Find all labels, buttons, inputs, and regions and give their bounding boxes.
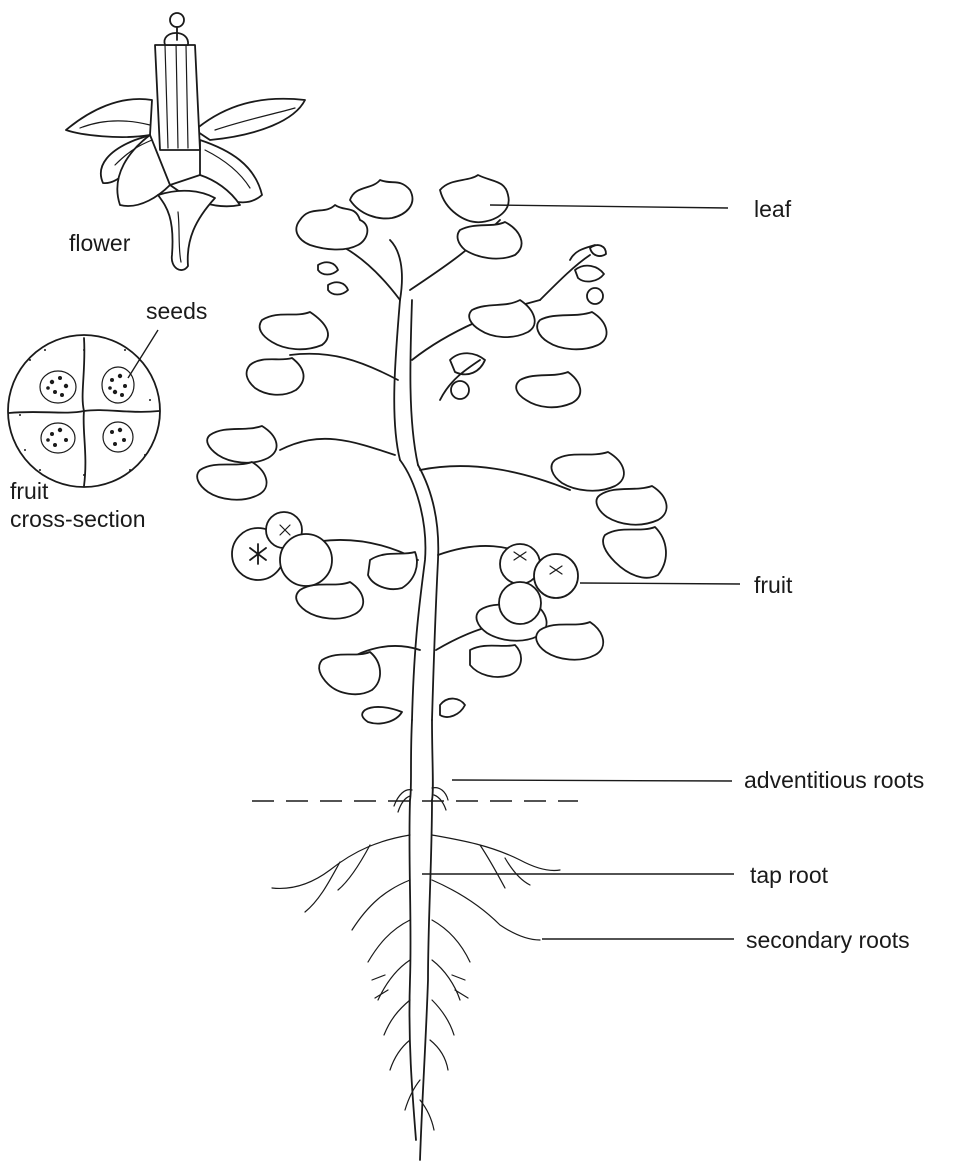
fruit-leader-line xyxy=(580,583,740,584)
adventitious-roots-label: adventitious roots xyxy=(744,767,924,793)
flower-label: flower xyxy=(69,230,131,256)
tomato-plant-illustration xyxy=(197,175,666,812)
fruit-cross-section-label-line1: fruit xyxy=(10,478,49,504)
fruit-cross-section-illustration xyxy=(8,335,160,487)
secondary-roots-label: secondary roots xyxy=(746,927,910,953)
fruit-cross-section-label-line2: cross-section xyxy=(10,506,145,532)
seeds-label: seeds xyxy=(146,298,207,324)
root-system-illustration xyxy=(272,800,560,1160)
leaf-label: leaf xyxy=(754,196,792,222)
tap-root-label: tap root xyxy=(750,862,829,888)
fruit-label: fruit xyxy=(754,572,793,598)
adventitious-roots-leader-line xyxy=(452,780,732,781)
leaf-leader-line xyxy=(490,205,728,208)
